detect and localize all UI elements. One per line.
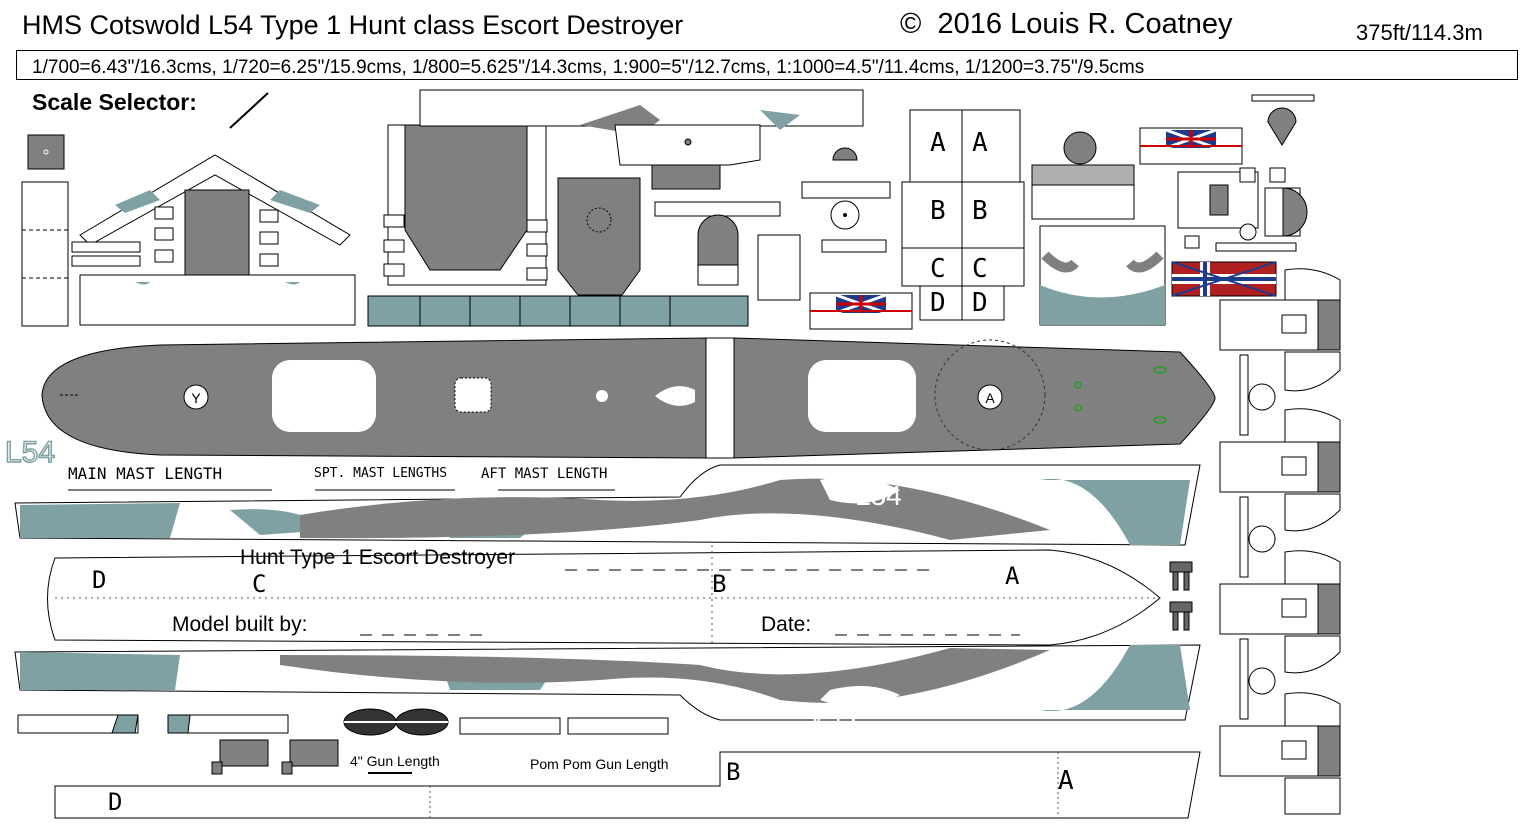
bridge-piece (71, 154, 356, 326)
sheet-title: HMS Cotswold L54 Type 1 Hunt class Escor… (22, 10, 684, 40)
norway-flag (1171, 261, 1277, 297)
radar-housing (697, 214, 739, 286)
copyright-notice: © 2016 Louis R. Coatney (900, 8, 1233, 41)
scale-list: 1/700=6.43"/16.3cms, 1/720=6.25"/15.9cms… (32, 57, 1145, 78)
main-deck (41, 337, 1216, 459)
panel (757, 234, 801, 301)
spt-mast-label: SPT. MAST LENGTHS (314, 466, 448, 481)
mark-a1: A (930, 128, 946, 158)
aft-mast-label: AFT MAST LENGTH (481, 466, 608, 482)
keel-piece (47, 545, 1161, 646)
copyright-symbol: © (900, 8, 922, 40)
dish-pieces (801, 147, 891, 253)
white-ensign-1 (1139, 127, 1243, 165)
bottom-strip (54, 751, 1201, 819)
mark-c2: C (972, 254, 988, 284)
deck-turret-a: A (977, 384, 1003, 410)
gun-shields (343, 708, 449, 736)
hull-top-pennant: L54 (855, 480, 902, 511)
pompom-length-label: Pom Pom Gun Length (530, 756, 669, 772)
hull-bottom-pennant: L54 (810, 700, 857, 731)
ship-length: 375ft/114.3m (1356, 20, 1483, 45)
bridge-small-tabs (154, 206, 279, 267)
keel-mark-c: C (252, 570, 267, 598)
mark-a2: A (972, 128, 988, 158)
main-mast-label: MAIN MAST LENGTH (68, 464, 223, 483)
bridge-strip (21, 181, 69, 327)
funnel-piece-2 (557, 177, 641, 296)
mark-b2: B (972, 196, 988, 226)
bottom-small-pieces (17, 714, 669, 735)
mark-c1: C (930, 254, 946, 284)
side-pennant-label: L54 (5, 436, 55, 469)
white-ensign-2 (809, 292, 913, 330)
abcd-superstructure (901, 109, 1025, 321)
strip-mark-d: D (108, 788, 123, 816)
anchor-pieces (1169, 561, 1193, 631)
camo-strip (367, 295, 749, 327)
pompom-mounts (211, 739, 339, 775)
turret-y-label: Y (191, 390, 201, 406)
copyright-text: 2016 Louis R. Coatney (937, 8, 1233, 40)
scale-box (16, 50, 1518, 80)
keel-mark-d: D (92, 566, 107, 594)
plank (654, 201, 781, 217)
keel-mark-b: B (712, 570, 727, 598)
gun-length-label: 4" Gun Length (350, 753, 440, 769)
strip-mark-a: A (1058, 766, 1074, 796)
scale-selector-label: Scale Selector: (32, 89, 197, 115)
anchor-piece (1267, 107, 1297, 146)
date-label: Date: (761, 613, 812, 636)
built-by-label: Model built by: (172, 613, 308, 636)
turret-a-label: A (985, 390, 995, 406)
strip-mark-b: B (726, 758, 741, 786)
turret-templates (1219, 268, 1341, 815)
small-grey-piece (27, 134, 65, 170)
scale-selector-mark (229, 92, 269, 129)
hull-side-top (14, 464, 1201, 546)
funnel-piece (383, 124, 548, 286)
superstructure-top (419, 89, 864, 190)
keel-caption: Hunt Type 1 Escort Destroyer (240, 546, 516, 569)
keel-mark-a: A (1005, 562, 1020, 590)
hull-side-bottom (14, 644, 1201, 721)
deckhouse-camo (1031, 131, 1166, 326)
mark-b1: B (930, 196, 946, 226)
small-parts-cluster (1177, 167, 1308, 252)
mark-d1: D (930, 288, 946, 318)
mark-d2: D (972, 288, 988, 318)
deck-turret-y: Y (183, 384, 209, 410)
